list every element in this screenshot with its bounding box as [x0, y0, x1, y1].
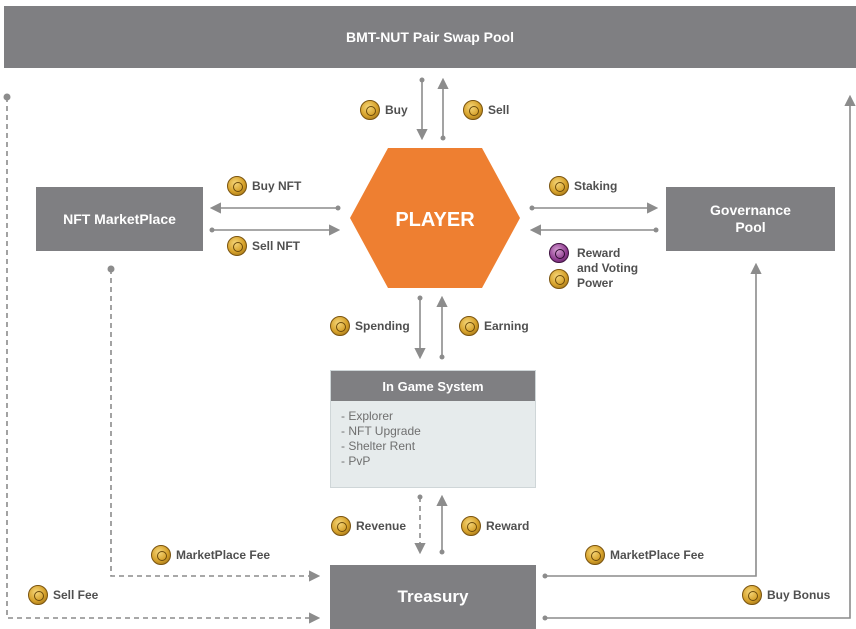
- coin-icon: [461, 516, 481, 536]
- in-game-system-title: In Game System: [331, 371, 535, 401]
- coin-icon: [227, 236, 247, 256]
- sell-text: Sell: [488, 103, 510, 117]
- coin-icon: [331, 516, 351, 536]
- governance-line-1: Governance: [710, 202, 791, 218]
- spending-label: Spending: [330, 316, 410, 336]
- list-item: - NFT Upgrade: [341, 424, 421, 438]
- reward-voting-line: Power: [577, 276, 614, 290]
- staking-text: Staking: [574, 179, 618, 193]
- governance-line-2: Pool: [735, 219, 766, 235]
- list-item: - PvP: [341, 454, 371, 468]
- marketplace-fee-left-text: MarketPlace Fee: [176, 548, 271, 562]
- reward-voting-line: Reward: [577, 246, 621, 260]
- marketplace-fee-left-line: [110, 269, 321, 582]
- coin-icon: [360, 100, 380, 120]
- player-label: PLAYER: [395, 209, 475, 231]
- revenue-text: Revenue: [356, 519, 407, 533]
- buy-nft-label: Buy NFT: [227, 176, 301, 196]
- staking-label: Staking: [549, 176, 617, 196]
- sell-fee-text: Sell Fee: [53, 588, 99, 602]
- buy-bonus-text: Buy Bonus: [767, 588, 831, 602]
- reward-text: Reward: [486, 519, 530, 533]
- marketplace-fee-right-label: MarketPlace Fee: [585, 545, 704, 565]
- coin-icon: [28, 585, 48, 605]
- sell-fee-label: Sell Fee: [28, 585, 98, 605]
- coin-icon: [742, 585, 762, 605]
- reward-voting-label: Reward and Voting Power: [577, 246, 638, 291]
- spending-text: Spending: [355, 319, 410, 333]
- treasury-box: Treasury: [330, 565, 536, 629]
- coin-icon: [151, 545, 171, 565]
- swap-pool-box: BMT-NUT Pair Swap Pool: [4, 6, 856, 68]
- sell-nft-text: Sell NFT: [252, 239, 301, 253]
- reward-voting-line: and Voting: [577, 261, 639, 275]
- list-item: - Shelter Rent: [341, 439, 416, 453]
- marketplace-fee-right-text: MarketPlace Fee: [610, 548, 705, 562]
- marketplace-fee-left-label: MarketPlace Fee: [151, 545, 270, 565]
- coin-icon: [459, 316, 479, 336]
- marketplace-fee-right-line: [545, 262, 762, 577]
- coin-icon: [463, 100, 483, 120]
- buy-bonus-line: [545, 94, 856, 619]
- earning-text: Earning: [484, 319, 529, 333]
- buy-nft-text: Buy NFT: [252, 179, 302, 193]
- reward-voting-coins: [549, 243, 569, 289]
- revenue-label: Revenue: [331, 516, 406, 536]
- sell-fee-line: [6, 97, 321, 624]
- buy-label: Buy: [360, 100, 408, 120]
- earning-label: Earning: [459, 316, 529, 336]
- coin-icon: [549, 176, 569, 196]
- coin-icon: [330, 316, 350, 336]
- sell-nft-label: Sell NFT: [227, 236, 300, 256]
- in-game-system-box: In Game System - Explorer - NFT Upgrade …: [330, 370, 536, 488]
- player-hexagon: PLAYER: [350, 148, 520, 288]
- reward-label: Reward: [461, 516, 529, 536]
- nft-marketplace-box: NFT MarketPlace: [36, 187, 203, 251]
- coin-icon: [585, 545, 605, 565]
- in-game-system-list: - Explorer - NFT Upgrade - Shelter Rent …: [331, 401, 535, 469]
- nut-coin-icon: [549, 243, 569, 263]
- governance-pool-box: Governance Pool: [666, 187, 835, 251]
- sell-label: Sell: [463, 100, 509, 120]
- buy-text: Buy: [385, 103, 408, 117]
- coin-icon: [549, 269, 569, 289]
- coin-icon: [227, 176, 247, 196]
- buy-bonus-label: Buy Bonus: [742, 585, 830, 605]
- list-item: - Explorer: [341, 409, 394, 423]
